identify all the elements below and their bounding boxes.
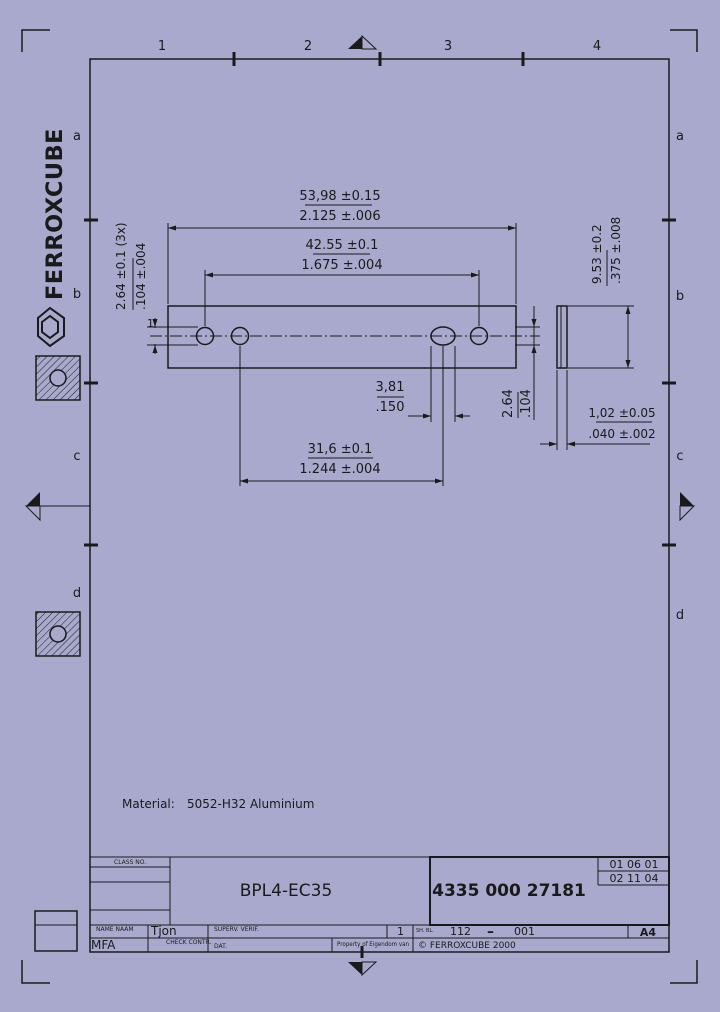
dim-inner-span-mm: 31,6 ±0.1 (308, 442, 373, 457)
sheet-size: A4 (640, 926, 657, 939)
dim-hole-span-mm: 42.55 ±0.1 (306, 238, 379, 253)
supervisor-label: SUPERV. VERIF. (214, 926, 259, 933)
material-value: 5052-H32 Aluminium (187, 797, 314, 811)
dim-hole-span-in: 1.675 ±.004 (301, 258, 382, 273)
row-label-right-d: d (676, 608, 684, 623)
row-label-left-b: b (73, 287, 81, 302)
dim-thickness-mm: 1,02 ±0.05 (588, 406, 655, 420)
code-segment-2: 001 (514, 925, 535, 938)
dim-overall-mm: 53,98 ±0.15 (299, 189, 380, 204)
dimension-arrowheads (152, 225, 631, 484)
dim-overall-in: 2.125 ±.006 (299, 209, 380, 224)
initials: MFA (91, 938, 116, 952)
ferroxcube-logo-icon (37, 306, 65, 348)
dim-width-mm: 2.64 (501, 389, 516, 418)
dim-height-in: .375 ±.008 (609, 217, 623, 284)
name-label: NAME NAAM (96, 926, 134, 933)
copyright: © FERROXCUBE 2000 (418, 941, 516, 951)
sheet-label: SH. BL. (416, 928, 434, 934)
dim-width-in: .104 (519, 389, 534, 418)
class-number-label: CLASS NO. (114, 859, 146, 866)
row-label-right-a: a (676, 129, 684, 144)
material-label: Material: (122, 797, 175, 811)
row-label-left-a: a (73, 129, 81, 144)
sheet-number: 1 (397, 925, 404, 938)
ferroxcube-logo-text: FERROXCUBE (43, 128, 68, 300)
row-label-left-c: c (73, 449, 80, 464)
crop-mark-bottom-left (21, 960, 50, 984)
column-label-4: 4 (593, 39, 601, 54)
dim-hole-dia-mm: 2.64 ±0.1 (3x) (114, 222, 128, 310)
slot-hole (430, 326, 456, 346)
dim-tick-label: 1 (147, 317, 154, 330)
column-label-3: 3 (444, 39, 452, 54)
dim-thickness-in: .040 ±.002 (588, 427, 655, 441)
name-value: Tjon (150, 924, 177, 938)
hole-2 (230, 326, 250, 346)
code-segment-1: 112 (450, 925, 471, 938)
row-label-right-b: b (676, 289, 684, 304)
check-label: CHECK CONTR. (166, 939, 212, 946)
column-label-1: 1 (158, 39, 166, 54)
section-symbol-bottom (35, 611, 81, 657)
row-label-right-c: c (676, 449, 683, 464)
part-name: BPL4-EC35 (240, 881, 333, 901)
part-side-view (556, 305, 568, 369)
part-code: 4335 000 27181 (432, 881, 586, 901)
dim-slot-in: .150 (376, 400, 405, 415)
part-front-view (167, 305, 517, 369)
date-label: DAT. (214, 943, 227, 950)
row-label-left-d: d (73, 586, 81, 601)
dim-hole-dia-in: .104 ±.004 (134, 243, 148, 310)
property-label: Property of Eigendom van (337, 941, 409, 948)
date-2: 02 11 04 (610, 872, 659, 885)
column-label-2: 2 (304, 39, 312, 54)
centering-arrows (24, 34, 696, 977)
code-dash: – (487, 924, 494, 940)
dim-slot-mm: 3,81 (376, 380, 405, 395)
dim-inner-span-in: 1.244 ±.004 (299, 462, 380, 477)
hole-3 (469, 326, 489, 346)
crop-mark-bottom-right (670, 960, 698, 984)
crop-mark-top-left (21, 29, 50, 52)
section-symbol-top (35, 355, 81, 401)
crop-mark-top-right (670, 29, 698, 52)
date-1: 01 06 01 (610, 858, 659, 871)
dim-height-mm: 9.53 ±0.2 (590, 224, 604, 284)
hole-1 (195, 326, 215, 346)
